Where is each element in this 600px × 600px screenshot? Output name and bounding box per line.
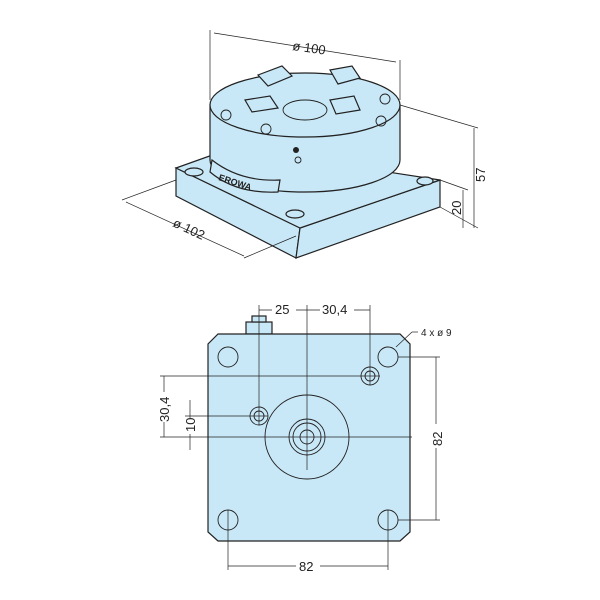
base-hole <box>416 176 434 186</box>
dim-width: 82 <box>299 559 313 574</box>
indicator-dot <box>293 147 299 153</box>
base-hole <box>184 167 204 177</box>
chuck-center-bore <box>282 99 328 121</box>
dim-holes: 4 x ø 9 <box>421 328 452 339</box>
dim-height: 82 <box>430 432 445 446</box>
screw <box>379 93 391 105</box>
base-hole <box>285 209 305 219</box>
isometric-view: EROWA ø 100 57 20 ø 102 <box>121 30 488 259</box>
bottom-view: 25 30,4 4 x ø 9 30,4 10 82 82 <box>157 302 452 574</box>
logo-plate <box>209 158 281 193</box>
dim-offset-left: 25 <box>275 302 289 317</box>
dim-top-diameter: ø 100 <box>292 38 327 57</box>
dim-vertical-offset: 30,4 <box>157 397 172 422</box>
screw <box>260 123 272 135</box>
dim-base-diameter: ø 102 <box>171 215 207 243</box>
dim-line-base-diameter <box>125 201 245 257</box>
dim-height-base: 20 <box>449 201 464 215</box>
dim-offset-right: 30,4 <box>322 302 347 317</box>
screw <box>220 109 232 121</box>
indicator-hole <box>294 156 302 164</box>
clamping-jaws <box>244 65 361 115</box>
dim-line-top-diameter <box>213 32 397 63</box>
base-plate <box>207 333 411 542</box>
screw <box>375 115 387 127</box>
chuck-top <box>209 72 401 138</box>
dim-height-total: 57 <box>473 168 488 182</box>
dim-vertical-small: 10 <box>183 418 198 432</box>
